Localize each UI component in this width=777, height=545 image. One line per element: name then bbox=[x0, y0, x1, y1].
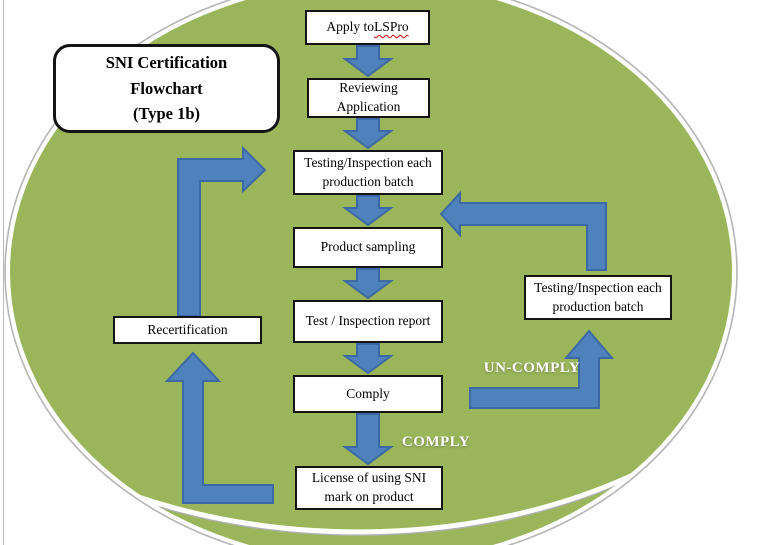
node-apply-to-lspro: Apply to LSPro bbox=[305, 10, 430, 45]
arrow-uncomply-to-testing-branch bbox=[469, 329, 615, 409]
arrow-reviewing-to-testing bbox=[341, 118, 395, 150]
ellipse-shadow-outline bbox=[4, 0, 738, 545]
arrow-apply-to-reviewing bbox=[341, 45, 395, 78]
arrow-testing-to-sampling bbox=[341, 195, 395, 227]
arrow-report-to-comply bbox=[341, 343, 395, 375]
apply-label-prefix: Apply to bbox=[326, 19, 375, 35]
flowchart-title: SNI Certification Flowchart (Type 1b) bbox=[53, 44, 280, 133]
node-test-inspection-report: Test / Inspection report bbox=[293, 300, 443, 343]
apply-label-lspro: LSPro bbox=[374, 19, 409, 35]
node-testing-inspection-main: Testing/Inspection each production batch bbox=[293, 150, 443, 195]
node-license-sni-mark: License of using SNI mark on product bbox=[295, 466, 443, 510]
ellipse-white-rim bbox=[6, 0, 736, 545]
node-product-sampling: Product sampling bbox=[293, 227, 443, 268]
arrow-recertification-to-testing bbox=[177, 145, 267, 317]
arrow-testing-branch-to-sampling bbox=[439, 190, 607, 271]
arrow-license-to-recertification bbox=[164, 351, 274, 504]
node-comply: Comply bbox=[293, 375, 443, 413]
node-testing-inspection-branch: Testing/Inspection each production batch bbox=[524, 275, 672, 320]
label-comply: COMPLY bbox=[401, 434, 471, 450]
arrow-sampling-to-report bbox=[341, 268, 395, 300]
node-recertification: Recertification bbox=[113, 316, 262, 344]
page-border-left bbox=[3, 0, 4, 545]
node-reviewing-application: Reviewing Application bbox=[307, 78, 430, 118]
label-un-comply: UN-COMPLY bbox=[483, 360, 581, 376]
arrow-comply-to-license bbox=[341, 413, 395, 466]
